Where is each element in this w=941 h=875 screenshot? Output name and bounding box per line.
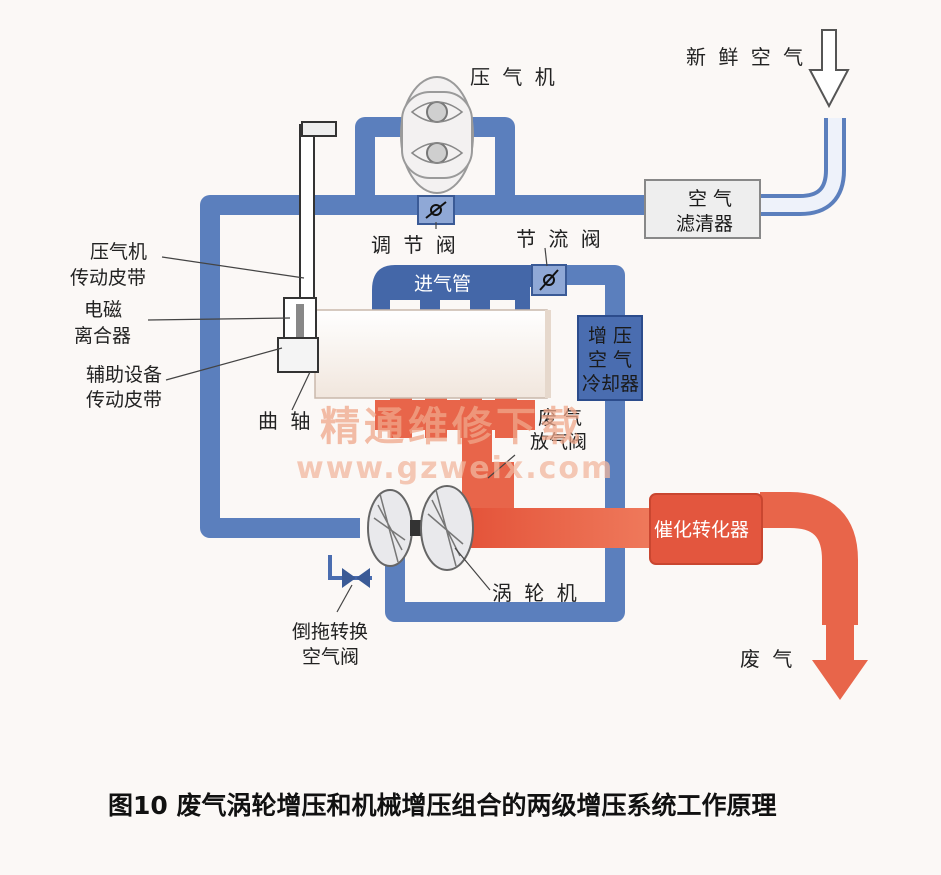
dump-valve xyxy=(328,555,372,588)
label-exhaust: 废 气 xyxy=(740,647,795,671)
label-em-clutch-2: 离合器 xyxy=(74,325,131,347)
engine-block xyxy=(314,309,548,399)
label-dump-valve-2: 空气阀 xyxy=(302,646,359,668)
label-catalytic-converter: 催化转化器 xyxy=(654,519,749,541)
label-em-clutch-1: 电磁 xyxy=(84,299,122,321)
engine-block-edge xyxy=(545,310,551,398)
label-compressor-belt-2: 传动皮带 xyxy=(70,267,146,289)
intercooler xyxy=(577,315,643,401)
compressor-belt-drive xyxy=(277,121,337,373)
aux-belt-pulley xyxy=(277,337,319,373)
label-intercooler-2: 空 气 xyxy=(588,349,632,371)
label-turbine: 涡 轮 机 xyxy=(492,581,580,605)
label-air-filter-1: 空 气 xyxy=(688,188,732,210)
exhaust-outlet-arrow xyxy=(812,625,868,700)
exhaust-pipe-network xyxy=(375,398,868,700)
air-filter xyxy=(644,179,761,239)
intake-pipe-left-loop xyxy=(200,135,375,538)
intake-pipe-bottom-loop xyxy=(385,265,625,622)
mechanical-compressor xyxy=(400,76,474,194)
label-compressor: 压 气 机 xyxy=(470,65,558,89)
label-aux-belt-1: 辅助设备 xyxy=(86,364,162,386)
fresh-air-arrow xyxy=(808,29,850,109)
watermark-url: www.gzweix.com xyxy=(296,451,614,486)
regulating-valve xyxy=(417,195,455,225)
label-aux-belt-2: 传动皮带 xyxy=(86,389,162,411)
label-air-filter-2: 滤清器 xyxy=(676,213,733,235)
watermark-title: 精通维修下载 xyxy=(320,404,584,450)
label-wastegate-1: 废 气 xyxy=(538,407,582,429)
label-regulating-valve: 调 节 阀 xyxy=(371,233,459,257)
fresh-air-duct-inner xyxy=(760,118,842,212)
label-wastegate-2: 放气阀 xyxy=(530,431,587,453)
label-fresh-air: 新 鲜 空 气 xyxy=(686,45,806,69)
throttle-valve xyxy=(531,264,567,296)
leader-lines xyxy=(147,222,548,613)
catalytic-converter xyxy=(649,493,763,565)
intake-pipe-network xyxy=(200,117,645,622)
turbine-wheel xyxy=(420,485,474,571)
label-throttle-valve: 节 流 阀 xyxy=(516,227,604,251)
label-compressor-belt-1: 压气机 xyxy=(90,241,147,263)
label-intake-manifold: 进气管 xyxy=(414,273,471,295)
turbocharger xyxy=(367,485,474,571)
label-intercooler-1: 增 压 xyxy=(588,325,632,347)
figure-caption: 图10 废气涡轮增压和机械增压组合的两级增压系统工作原理 xyxy=(108,791,777,820)
label-dump-valve-1: 倒拖转换 xyxy=(292,621,368,643)
label-crankshaft: 曲 轴 xyxy=(258,409,313,433)
label-intercooler-3: 冷却器 xyxy=(582,373,639,395)
